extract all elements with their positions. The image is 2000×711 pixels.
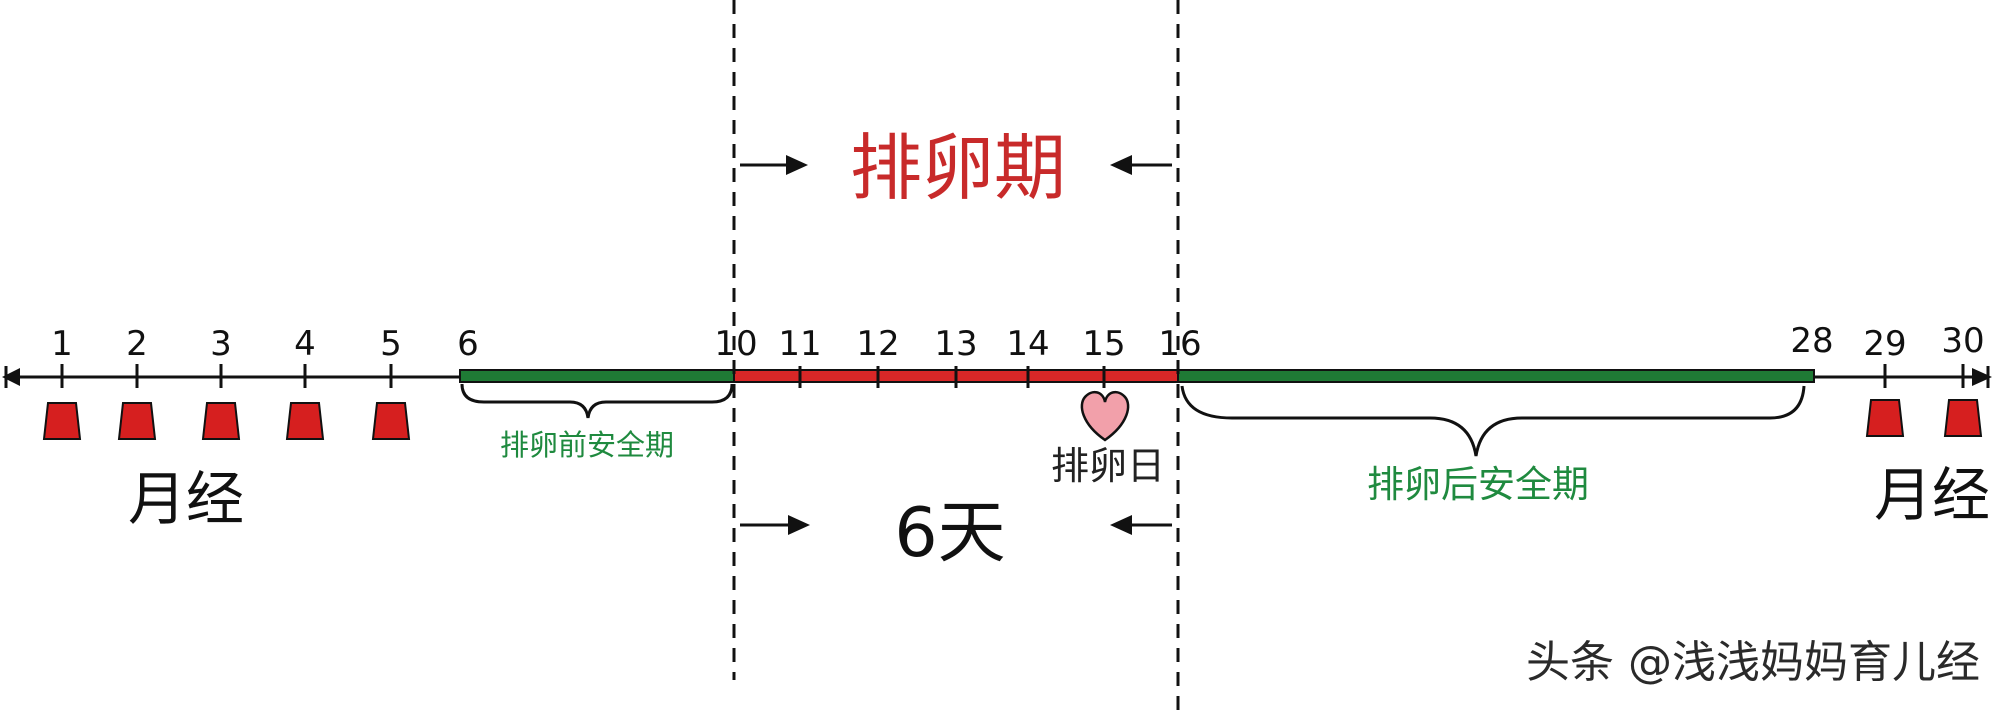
day-label: 13 bbox=[934, 324, 977, 364]
arrow-right-icon bbox=[788, 515, 810, 535]
day-label: 11 bbox=[778, 324, 821, 364]
menses-label-right: 月经 bbox=[1874, 461, 1990, 529]
post-safe-bar bbox=[1177, 369, 1815, 383]
axis-arrow-right-icon bbox=[1972, 368, 1992, 386]
watermark: 头条 @浅浅妈妈育儿经 bbox=[1526, 637, 1980, 688]
day-label: 4 bbox=[294, 324, 316, 364]
trapezoid-icon bbox=[1943, 399, 1983, 437]
post-safe-brace bbox=[1180, 385, 1806, 457]
duration-label: 6天 bbox=[894, 494, 1005, 573]
day-label: 29 bbox=[1863, 324, 1906, 364]
ovulation-day-label: 排卵日 bbox=[1051, 444, 1165, 488]
trapezoid-icon bbox=[1865, 399, 1905, 437]
day-label: 15 bbox=[1082, 324, 1125, 364]
arrow-left-icon bbox=[1110, 155, 1132, 175]
arrow-right-icon bbox=[786, 155, 808, 175]
arrow-left-icon bbox=[1110, 515, 1132, 535]
menses-label-left: 月经 bbox=[128, 465, 244, 533]
day-label: 16 bbox=[1158, 324, 1201, 364]
day-label: 2 bbox=[126, 324, 148, 364]
day-label: 3 bbox=[210, 324, 232, 364]
menses-markers bbox=[42, 399, 1983, 440]
trapezoid-icon bbox=[371, 402, 411, 440]
axis-arrow-left-icon bbox=[2, 368, 20, 386]
day-label: 12 bbox=[856, 324, 899, 364]
heart-icon bbox=[1080, 390, 1130, 442]
post-safe-label: 排卵后安全期 bbox=[1367, 463, 1589, 506]
day-label: 14 bbox=[1006, 324, 1049, 364]
trapezoid-icon bbox=[117, 402, 157, 440]
day-labels: 1 2 3 4 5 6 10 11 12 13 14 15 16 28 29 3… bbox=[51, 321, 1984, 364]
direction-arrows bbox=[740, 155, 1172, 535]
pre-safe-label: 排卵前安全期 bbox=[500, 428, 674, 462]
day-label: 6 bbox=[457, 324, 479, 364]
day-label: 5 bbox=[380, 324, 402, 364]
ovulation-period-title: 排卵期 bbox=[850, 126, 1066, 210]
day-label: 30 bbox=[1941, 321, 1984, 361]
trapezoid-icon bbox=[201, 402, 241, 440]
pre-safe-bar bbox=[459, 369, 735, 383]
trapezoid-icon bbox=[42, 402, 82, 440]
day-label: 10 bbox=[714, 324, 757, 364]
trapezoid-icon bbox=[285, 402, 325, 440]
day-label: 1 bbox=[51, 324, 73, 364]
timeline-ticks bbox=[60, 364, 1965, 388]
pre-safe-brace bbox=[460, 383, 734, 419]
day-label: 28 bbox=[1790, 321, 1833, 361]
